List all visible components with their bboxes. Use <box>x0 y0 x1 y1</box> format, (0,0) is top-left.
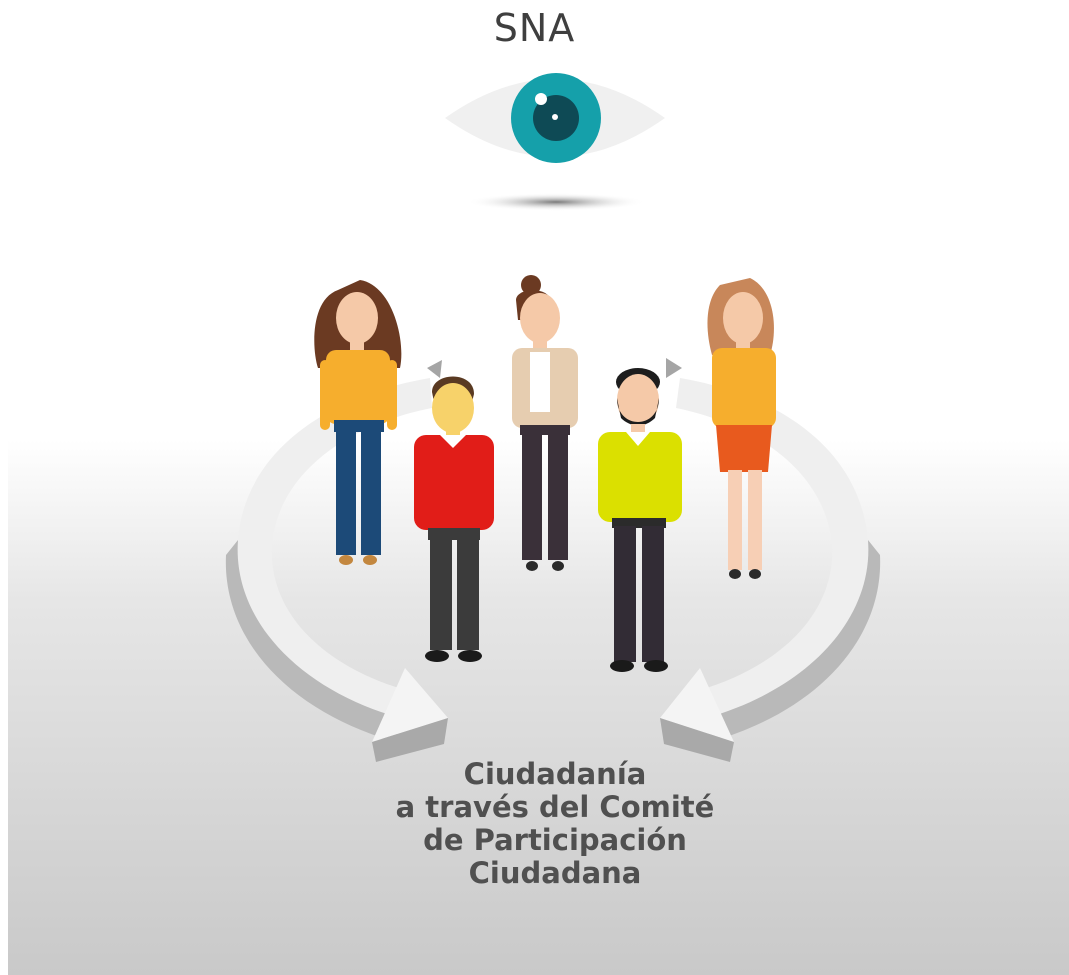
page-title: SNA <box>493 6 576 50</box>
circular-arrows-icon <box>225 358 881 762</box>
person-man-beard <box>598 368 682 672</box>
caption-line-4: Ciudadana <box>468 856 642 890</box>
caption-text: Ciudadanía a través del Comité de Partic… <box>300 758 810 890</box>
eye-shadow <box>466 193 646 211</box>
caption-line-2: a través del Comité <box>395 790 715 824</box>
person-woman-center <box>512 275 578 571</box>
caption-line-3: de Participación <box>423 823 687 857</box>
caption-line-1: Ciudadanía <box>463 757 647 791</box>
eye-icon <box>445 73 665 163</box>
person-woman-right <box>707 278 776 579</box>
person-man-red <box>414 376 494 662</box>
person-woman-left <box>314 280 402 565</box>
